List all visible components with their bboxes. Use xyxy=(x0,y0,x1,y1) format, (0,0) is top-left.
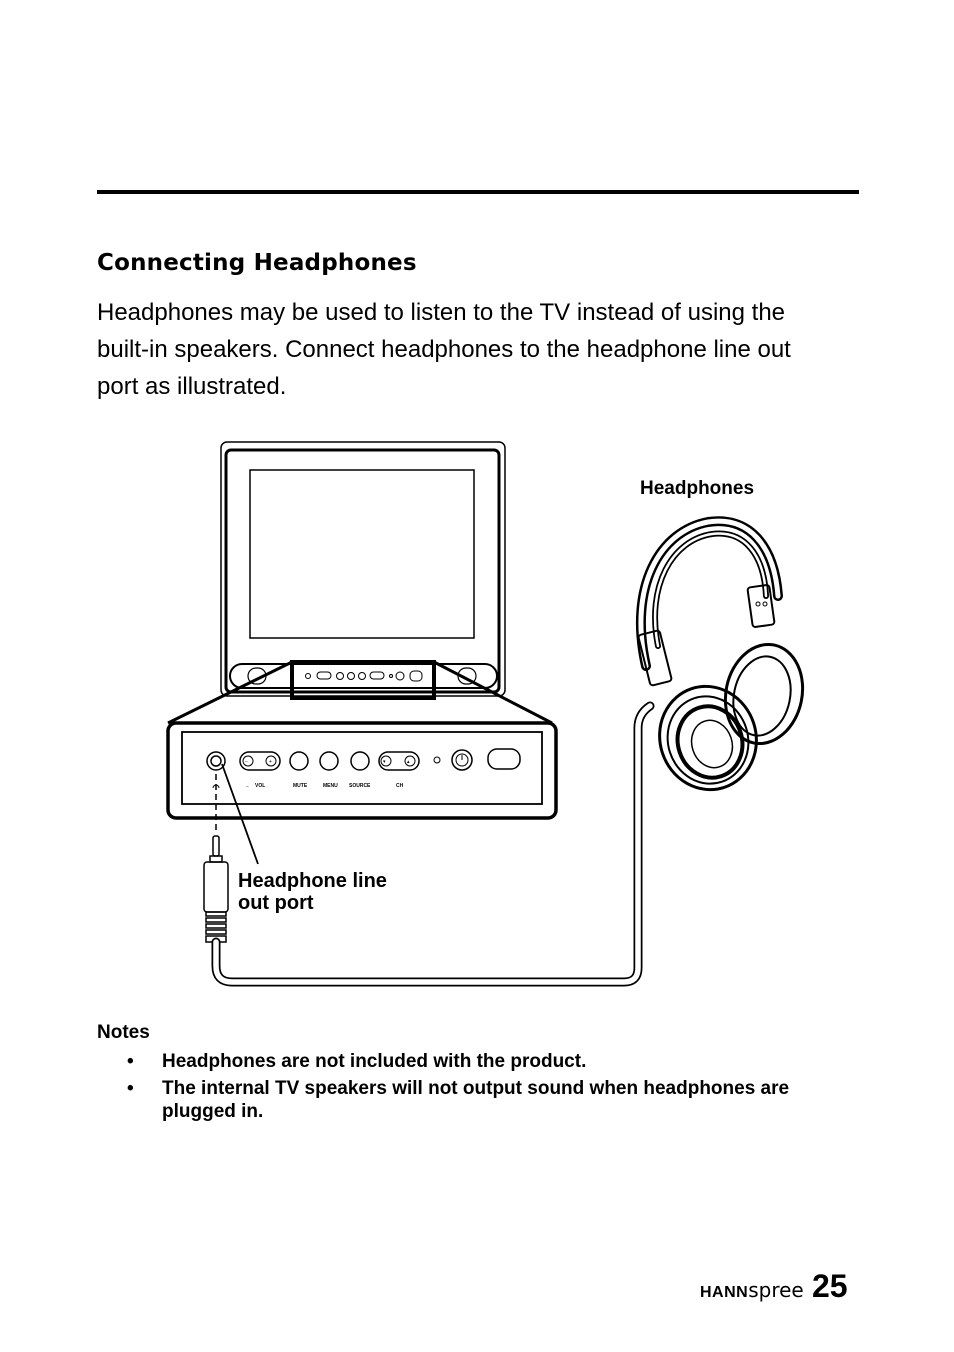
panel-label-mute: MUTE xyxy=(293,783,308,789)
headphone-cable xyxy=(211,701,655,987)
panel-label-source: SOURCE xyxy=(349,783,371,789)
section-title: Connecting Headphones xyxy=(97,250,417,276)
notes-list: • Headphones are not included with the p… xyxy=(97,1050,857,1127)
panel-label-vol: VOL xyxy=(255,783,266,789)
connection-diagram: − + − ▾ ▴ xyxy=(166,441,805,987)
control-panel xyxy=(166,721,558,820)
headphone-jack-icon xyxy=(206,751,226,789)
brand-logo: HANNspree xyxy=(700,1278,804,1302)
svg-text:+: + xyxy=(269,759,272,765)
list-item: • Headphones are not included with the p… xyxy=(97,1050,857,1073)
headphones-label: Headphones xyxy=(640,478,755,499)
page-number: 25 xyxy=(812,1268,848,1304)
svg-text:−: − xyxy=(246,784,249,790)
section-body: Headphones may be used to listen to the … xyxy=(97,299,791,400)
top-rule xyxy=(97,190,859,194)
power-icon xyxy=(451,749,473,771)
headphones-icon xyxy=(635,516,805,792)
svg-text:▴: ▴ xyxy=(407,759,410,765)
panel-label-ch: CH xyxy=(396,783,404,789)
panel-label-menu: MENU xyxy=(323,783,338,789)
svg-text:▾: ▾ xyxy=(383,759,386,765)
bullet: • xyxy=(127,1078,134,1099)
notes-title: Notes xyxy=(97,1022,150,1043)
note-text: The internal TV speakers will not output… xyxy=(162,1078,790,1122)
headphone-plug xyxy=(203,835,229,943)
tv-icon xyxy=(167,441,553,725)
brand-bold: HANN xyxy=(700,1284,749,1301)
brand-light: spree xyxy=(748,1278,804,1302)
port-pointer-line xyxy=(221,763,259,865)
headphone-port-label: Headphone line out port xyxy=(238,870,387,914)
svg-text:−: − xyxy=(245,759,248,765)
list-item: • The internal TV speakers will not outp… xyxy=(97,1077,857,1123)
note-text: Headphones are not included with the pro… xyxy=(162,1051,587,1072)
connection-figure: − + − ▾ ▴ xyxy=(160,436,810,996)
bullet: • xyxy=(127,1051,134,1072)
